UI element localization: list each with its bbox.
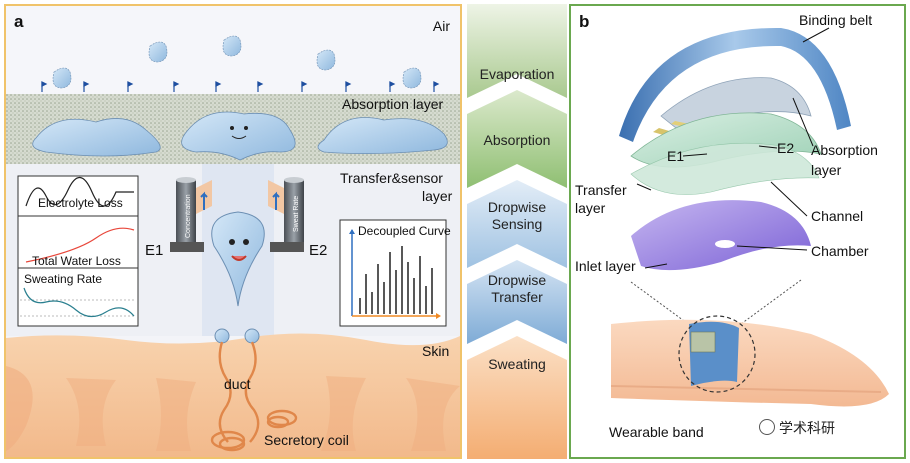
stage-dropwise-sensing: Dropwise Sensing: [487, 199, 547, 232]
chamber-hole: [715, 240, 735, 248]
stage-evaporation: Evaporation: [479, 66, 555, 82]
zoom-circle: [678, 315, 756, 393]
panel-b-illustration: [610, 27, 889, 407]
panel-a-illustration: Concentration Sweat Rate: [6, 6, 460, 457]
chamber-label: Chamber: [811, 243, 869, 259]
sweat-duct: [210, 341, 298, 452]
electrode-e2-label: E2: [309, 242, 328, 259]
absorption-layer-b-label: Absorption: [811, 142, 878, 158]
stage-absorption: Absorption: [483, 132, 551, 148]
stage-arrows: Evaporation Absorption Dropwise Sensing …: [467, 4, 567, 459]
binding-belt: [619, 27, 851, 142]
panel-a: Concentration Sweat Rate: [4, 4, 462, 459]
absorption-layer-label: Absorption layer: [342, 96, 444, 112]
absorption-layer-b-label-2: layer: [811, 162, 842, 178]
transfer-layer-b-label-2: layer: [575, 200, 606, 216]
wearable-band-label: Wearable band: [609, 424, 704, 440]
electrode-assembly: Concentration Sweat Rate: [170, 177, 304, 252]
decoupled-curve-label: Decoupled Curve: [358, 224, 451, 238]
graph-total-water-label: Total Water Loss: [32, 254, 121, 268]
channel-label: Channel: [811, 208, 864, 224]
transfer-layer-label-2: layer: [422, 188, 453, 204]
stage-arrow-shapes: [467, 4, 567, 459]
watermark-icon: [759, 419, 775, 435]
panel-a-letter: a: [14, 12, 24, 31]
surface-molecules: [41, 81, 440, 92]
transfer-layer-label: Transfer&sensor: [340, 170, 443, 186]
graph-sweating-rate-label: Sweating Rate: [24, 272, 103, 286]
inlet-layer-b: [631, 200, 811, 271]
e1-b-label: E1: [667, 148, 685, 164]
leader-lines: [636, 27, 830, 269]
air-label: Air: [432, 18, 450, 34]
electrode-e1-label: E1: [145, 242, 164, 259]
binding-belt-label: Binding belt: [799, 12, 873, 28]
air-droplets: [52, 35, 422, 89]
svg-text:Sweat Rate: Sweat Rate: [293, 196, 300, 232]
transfer-layer-b-label: Transfer: [575, 182, 627, 198]
stage-dropwise-transfer: Dropwise Transfer: [487, 272, 547, 305]
arm: [611, 319, 889, 407]
watermark-text: 学术科研: [779, 420, 835, 436]
panel-b: b Binding belt Absorption layer E1 E2 Tr…: [569, 4, 906, 459]
e2-b-label: E2: [777, 140, 795, 156]
graphs-stack: [17, 175, 139, 327]
secretory-coil-label: Secretory coil: [264, 432, 349, 448]
graph-electrolyte-label: Electrolyte Loss: [38, 196, 123, 210]
wearable-band-device: [689, 321, 739, 386]
stage-sweating: Sweating: [488, 356, 546, 372]
duct-label: duct: [224, 376, 251, 392]
panel-b-letter: b: [579, 12, 590, 31]
watermark: 学术科研: [759, 418, 835, 438]
absorbed-droplets: [32, 111, 448, 161]
inlet-layer-label: Inlet layer: [575, 258, 636, 274]
skin-label: Skin: [422, 343, 450, 359]
decoupled-curve-chart: [339, 219, 447, 327]
svg-text:Concentration: Concentration: [185, 194, 192, 238]
